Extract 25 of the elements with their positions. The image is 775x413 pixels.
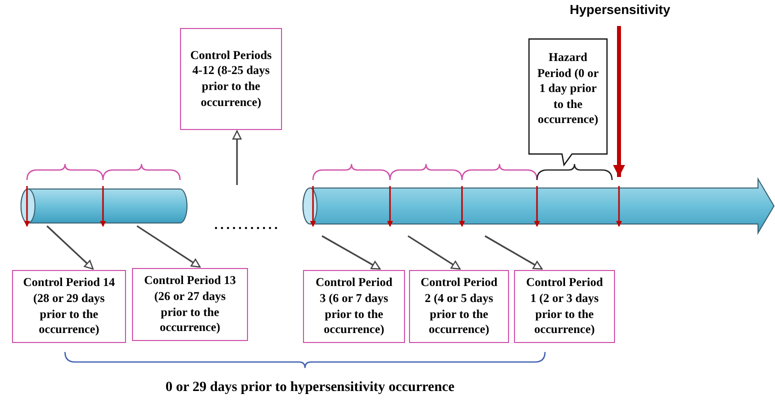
period-box <box>409 270 509 343</box>
period-box <box>132 268 248 341</box>
period-box <box>303 270 405 343</box>
period-text: Control Period 1 (2 or 3 days prior to the occurrence) <box>525 275 604 338</box>
arrow <box>232 130 242 185</box>
period-text: Control Period 3 (6 or 7 days prior to the occurrence) <box>314 275 394 338</box>
arrow <box>322 235 381 270</box>
event-label: Hypersensitivity <box>565 2 675 24</box>
arrow <box>46 225 94 270</box>
span-caption: 0 or 29 days prior to hypersensitivity occurrence <box>164 380 456 396</box>
timeline-cylinder <box>20 188 188 224</box>
period-text: Control Periods 4-12 (8-25 days prior to the occurrence) <box>190 48 272 110</box>
period-box <box>12 270 126 343</box>
callout-box <box>528 38 608 166</box>
period-text: Hazard Period (0 or 1 day prior to the occurrence) <box>536 50 600 128</box>
arrow <box>613 26 625 177</box>
period-text: Control Period 14 (28 or 29 days prior to the occurrence) <box>22 275 116 338</box>
arrow <box>136 225 201 268</box>
arrow <box>484 235 543 270</box>
period-text: Control Period 2 (4 or 5 days prior to the occurrence) <box>420 275 498 338</box>
period-text: Control Period 13 (26 or 27 days prior to the occurrence) <box>143 273 237 336</box>
period-box <box>514 270 615 343</box>
period-box <box>180 28 282 130</box>
arrow <box>408 235 461 270</box>
timeline-bar <box>302 178 775 234</box>
